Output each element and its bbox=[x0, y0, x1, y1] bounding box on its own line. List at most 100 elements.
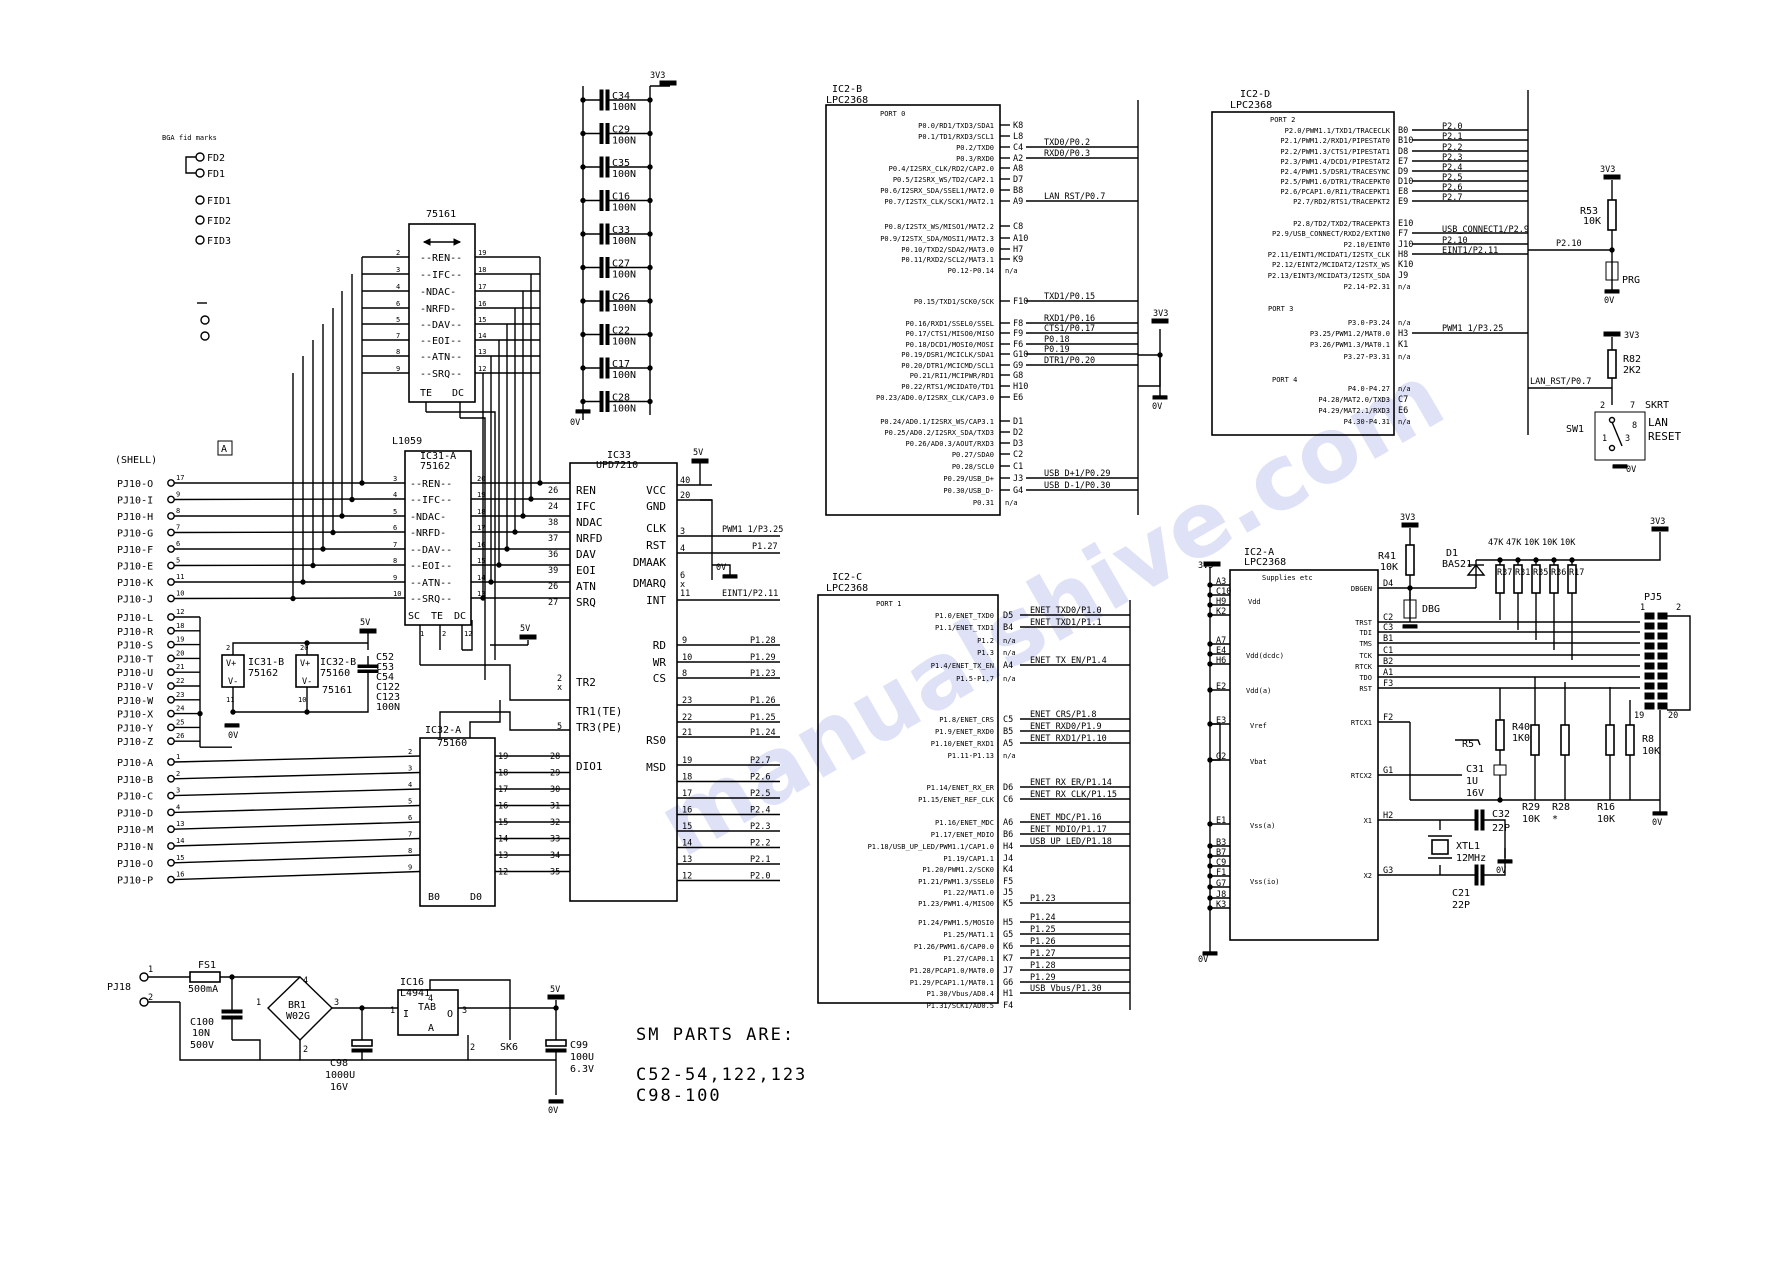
connector-pin-name: PJ10-J bbox=[117, 595, 153, 606]
connector-pin bbox=[167, 774, 175, 783]
control-wire bbox=[426, 411, 496, 660]
pin-number: 20 bbox=[680, 491, 690, 501]
pin-function: P0.6/I2SRX_SDA/SSEL1/MAT2.0 bbox=[880, 187, 994, 195]
cap-plate bbox=[605, 257, 610, 278]
cap-value: 100N bbox=[612, 169, 636, 180]
supply-label: Vss(a) bbox=[1250, 822, 1275, 830]
pin-number: 10 bbox=[682, 653, 692, 663]
ic2d-part: LPC2368 bbox=[1230, 100, 1272, 111]
resistor-r8 bbox=[1625, 724, 1635, 756]
r16-value: 10K bbox=[1597, 814, 1615, 825]
ball-id: G10 bbox=[1013, 350, 1028, 360]
pin-number: 38 bbox=[548, 518, 558, 528]
connector-pin-name: PJ10-T bbox=[117, 654, 153, 665]
net-label: P1.24 bbox=[750, 728, 776, 738]
ic33-name: IC33 bbox=[607, 450, 631, 461]
ic2a-signal: TMS bbox=[1359, 640, 1372, 648]
fs1-value: 500mA bbox=[188, 984, 218, 995]
header-pin bbox=[1657, 702, 1668, 710]
sm-parts-title: SM PARTS ARE: bbox=[636, 1025, 795, 1045]
cap-plate bbox=[221, 1015, 243, 1020]
ic2a-signal: TDO bbox=[1359, 674, 1372, 682]
fid-open bbox=[200, 331, 210, 341]
net-label: PWM1 1/P3.25 bbox=[1442, 324, 1503, 334]
ball-id: F3 bbox=[1383, 679, 1393, 689]
pin-function: P0.11/RXD2/SCL2/MAT3.1 bbox=[901, 256, 994, 264]
connector-pin-name: PJ10-V bbox=[117, 682, 153, 693]
pin-number: 22 bbox=[682, 713, 692, 723]
junction-dot bbox=[229, 974, 235, 980]
net-label: EINT1/P2.11 bbox=[722, 589, 778, 599]
pin-number: 34 bbox=[550, 851, 560, 861]
cap-c32 bbox=[1474, 809, 1479, 831]
pin-function: P2.7/RD2/RTS1/TRACEPKT2 bbox=[1293, 198, 1390, 206]
ic31a-signal: -NDAC- bbox=[410, 512, 446, 523]
cap-label: C123 bbox=[376, 692, 400, 703]
net-label: n/a bbox=[1398, 418, 1411, 426]
cap-plate bbox=[605, 290, 610, 312]
v-plus: V+ bbox=[226, 659, 236, 669]
ball-id: F4 bbox=[1003, 1001, 1013, 1011]
pin-number: 11 bbox=[680, 589, 690, 599]
r28-value: * bbox=[1552, 814, 1558, 825]
cap-label: C122 bbox=[376, 682, 400, 693]
connector-pin bbox=[167, 578, 175, 586]
net-label: PWM1 1/P3.25 bbox=[722, 525, 783, 535]
pin-number: 11 bbox=[226, 696, 234, 704]
pin-number: 2 bbox=[396, 249, 400, 257]
net-label: P1.26 bbox=[1030, 937, 1056, 947]
pin-number: 35 bbox=[550, 868, 560, 878]
pin-number: 39 bbox=[548, 566, 558, 576]
bus-wire bbox=[173, 597, 381, 600]
gnd-label: 0V bbox=[228, 731, 238, 741]
ic-75161-name: 75161 bbox=[426, 209, 456, 220]
fuse-fs1 bbox=[189, 971, 221, 983]
ic2a-name: IC2-A bbox=[1244, 547, 1274, 558]
pin-function: P0.15/TXD1/SCK0/SCK bbox=[914, 298, 995, 306]
gnd-label: 0V bbox=[1496, 866, 1506, 876]
wire bbox=[1455, 739, 1481, 746]
net-label: P1.23 bbox=[750, 669, 776, 679]
pin-number: 2 bbox=[303, 1045, 308, 1055]
ball-id: G7 bbox=[1216, 879, 1226, 889]
ic16-name: IC16 bbox=[400, 977, 424, 988]
ic31a-signal: -NRFD- bbox=[410, 528, 446, 539]
pin-function: P1.21/PWM1.3/SSEL0 bbox=[918, 878, 994, 886]
header-pin bbox=[1644, 612, 1655, 620]
net-label: P2.5 bbox=[1442, 173, 1462, 183]
pin-function: P2.4/PWM1.5/DSR1/TRACESYNC bbox=[1280, 168, 1390, 176]
junction-dot bbox=[580, 130, 586, 137]
ic31a-signal: --ATN-- bbox=[410, 578, 452, 589]
c31-volt: 16V bbox=[1466, 788, 1484, 799]
pin-function: P2.9/USB_CONNECT/RXD2/EXTIN0 bbox=[1272, 230, 1390, 238]
ic2d-name: IC2-D bbox=[1240, 89, 1270, 100]
pin-function: P0.9/I2STX_SDA/MOSI1/MAT2.3 bbox=[880, 235, 994, 243]
net-label: ENET_RXD1/P1.10 bbox=[1030, 734, 1107, 744]
supply-rail-symbol bbox=[547, 994, 565, 1000]
pin-number: 5 bbox=[393, 508, 397, 516]
pin-function: P0.0/RD1/TXD3/SDA1 bbox=[918, 122, 994, 130]
connector-pin bbox=[167, 654, 175, 663]
pin-number: 14 bbox=[682, 839, 692, 849]
pin-function: P0.12-P0.14 bbox=[948, 267, 994, 275]
pin-function: P1.31/SCK1/AD0.5 bbox=[927, 1002, 994, 1010]
ic2a-signal: RST bbox=[1359, 685, 1372, 693]
connector-pin-name: PJ10-L bbox=[117, 613, 153, 624]
net-label: USB_Vbus/P1.30 bbox=[1030, 984, 1102, 994]
gnd-label: 0V bbox=[570, 418, 580, 428]
connector-pin bbox=[167, 709, 175, 718]
junction-dot bbox=[580, 365, 586, 371]
gnd-label: 0V bbox=[1626, 465, 1636, 475]
cap-plate bbox=[605, 324, 610, 345]
d1-name: D1 bbox=[1446, 548, 1458, 559]
pin-number: 13 bbox=[478, 348, 486, 356]
cap-value: 100N bbox=[612, 303, 636, 314]
ic33-signal: REN bbox=[576, 484, 596, 497]
pin-number: 4 bbox=[303, 976, 308, 986]
connector-pin-name: PJ10-F bbox=[117, 545, 153, 556]
ic-75161-signal: --EOI-- bbox=[420, 336, 462, 347]
cap-label: C54 bbox=[376, 672, 394, 683]
ic31a-dc: DC bbox=[454, 611, 466, 622]
sw-lever bbox=[1611, 421, 1623, 447]
ball-id: H9 bbox=[1216, 597, 1226, 607]
